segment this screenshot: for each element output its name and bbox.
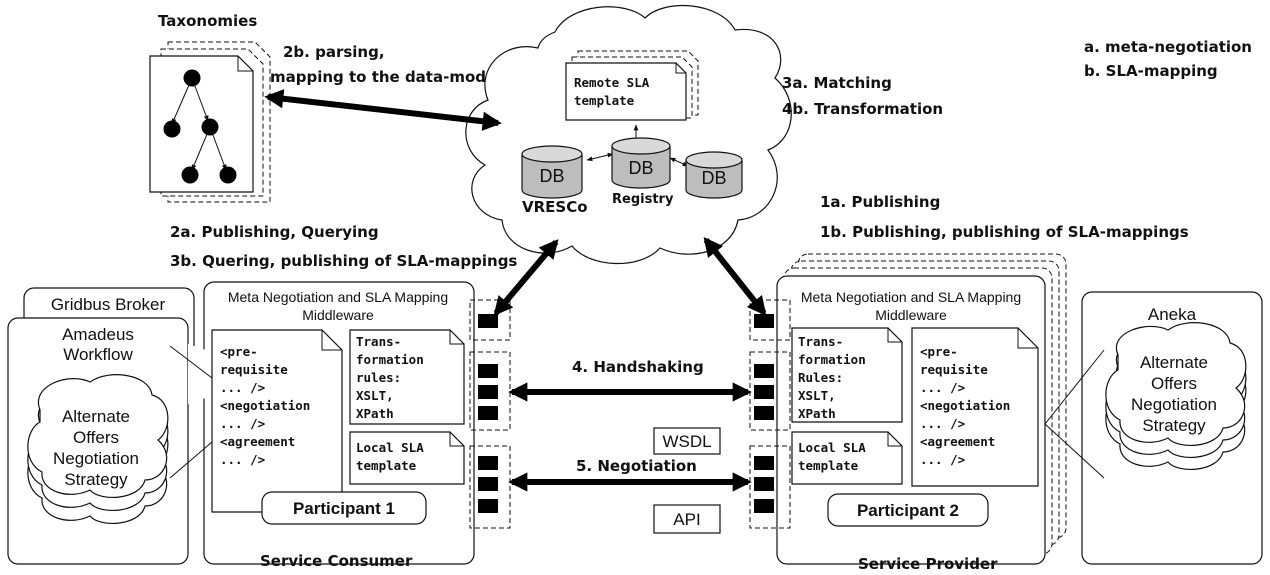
- svg-text:XPath: XPath: [356, 406, 394, 421]
- svg-text:<agreement: <agreement: [920, 434, 995, 449]
- svg-text:Local SLA: Local SLA: [356, 440, 424, 455]
- svg-text:Negotiation: Negotiation: [53, 449, 139, 468]
- svg-text:DB: DB: [628, 158, 653, 178]
- registry-cloud: Remote SLA template DB DB DB VRESCo Regi…: [465, 5, 792, 265]
- svg-text:Negotiation: Negotiation: [1131, 395, 1217, 414]
- svg-text:formation: formation: [356, 352, 424, 367]
- svg-text:template: template: [798, 458, 859, 473]
- svg-text:... />: ... />: [920, 416, 965, 431]
- svg-text:Rules:: Rules:: [798, 370, 843, 385]
- db-cylinder-registry: DB: [611, 137, 671, 189]
- handshaking-label: 4. Handshaking: [572, 358, 704, 376]
- api-box: [653, 504, 721, 534]
- taxonomy-tree-icon: [163, 69, 237, 184]
- legend-sla-mapping: b. SLA-mapping: [1084, 62, 1218, 80]
- service-consumer-caption: Service Consumer: [260, 552, 413, 570]
- consumer-strategy-cloud: [27, 374, 169, 524]
- svg-text:... />: ... />: [920, 452, 965, 467]
- legend-meta-negotiation: a. meta-negotiation: [1084, 38, 1252, 56]
- svg-text:... />: ... />: [220, 380, 265, 395]
- svg-text:Trans-: Trans-: [798, 334, 843, 349]
- svg-text:DB: DB: [701, 168, 726, 188]
- service-consumer: Gridbus Broker Amadeus Workflow Alternat…: [7, 281, 511, 570]
- svg-text:<agreement: <agreement: [220, 434, 295, 449]
- svg-text:XSLT,: XSLT,: [798, 388, 836, 403]
- provider-negotiation-doc: [911, 327, 1039, 487]
- consumer-transformation-rules: [349, 329, 465, 425]
- registry-label: Registry: [612, 192, 674, 207]
- svg-text:<negotiation: <negotiation: [920, 398, 1010, 413]
- provider-middleware-line2: Middleware: [875, 307, 947, 323]
- provider-middleware-line1: Meta Negotiation and SLA Mapping: [801, 289, 1021, 305]
- taxonomies-document: Taxonomies: [149, 12, 271, 203]
- consumer-registry-arrow: [493, 239, 559, 316]
- svg-text:requisite: requisite: [220, 362, 288, 377]
- aneka-label: Aneka: [1148, 305, 1197, 324]
- provider-strategy-cloud: [1105, 322, 1247, 470]
- svg-text:DB: DB: [539, 166, 564, 186]
- quering-3b-label: 3b. Quering, publishing of SLA-mappings: [170, 252, 517, 270]
- participant-2-label: Participant 2: [857, 501, 959, 520]
- svg-text:... />: ... />: [220, 452, 265, 467]
- matching-label: 3a. Matching: [782, 74, 892, 92]
- parsing-label-line1: 2b. parsing,: [283, 43, 385, 61]
- svg-text:Strategy: Strategy: [64, 470, 128, 489]
- publishing-1a-label: 1a. Publishing: [820, 193, 940, 211]
- svg-text:<negotiation: <negotiation: [220, 398, 310, 413]
- transformation-label: 4b. Transformation: [782, 100, 943, 118]
- svg-text:Local SLA: Local SLA: [798, 440, 866, 455]
- participant-1-label: Participant 1: [293, 499, 395, 518]
- remote-template-line2: template: [574, 93, 635, 108]
- parsing-label-line2: mapping to the data-model: [270, 68, 501, 86]
- svg-text:<pre-: <pre-: [920, 344, 958, 359]
- db-cylinder-3: DB: [685, 151, 743, 199]
- remote-sla-template: [565, 62, 687, 121]
- consumer-local-sla-template: [349, 431, 465, 485]
- svg-text:rules:: rules:: [356, 370, 401, 385]
- consumer-middleware-line1: Meta Negotiation and SLA Mapping: [228, 289, 448, 305]
- svg-text:Alternate: Alternate: [1140, 353, 1208, 372]
- svg-text:template: template: [356, 458, 417, 473]
- svg-text:formation: formation: [798, 352, 866, 367]
- participant-1-box: [261, 491, 427, 525]
- negotiation-label: 5. Negotiation: [576, 457, 697, 475]
- svg-text:XSLT,: XSLT,: [356, 388, 394, 403]
- svg-text:Offers: Offers: [1151, 374, 1197, 393]
- remote-template-line1: Remote SLA: [574, 75, 650, 90]
- taxonomies-title: Taxonomies: [158, 12, 257, 30]
- consumer-negotiation-doc: [211, 329, 343, 513]
- publishing-2a-label: 2a. Publishing, Querying: [170, 223, 379, 241]
- svg-text:Offers: Offers: [73, 428, 119, 447]
- wsdl-label: WSDL: [662, 432, 711, 451]
- svg-text:XPath: XPath: [798, 406, 836, 421]
- db-cylinder-vresco: DB: [521, 145, 583, 199]
- wsdl-box: [653, 427, 721, 455]
- api-label: API: [673, 510, 700, 529]
- provider-local-sla-template: [791, 431, 903, 485]
- gridbus-broker-label: Gridbus Broker: [51, 295, 166, 314]
- provider-transformation-rules: [791, 327, 903, 423]
- consumer-middleware-line2: Middleware: [302, 307, 374, 323]
- service-provider: Meta Negotiation and SLA Mapping Middlew…: [749, 253, 1263, 573]
- vresco-label: VRESCo: [522, 198, 588, 216]
- svg-text:<pre-: <pre-: [220, 344, 258, 359]
- svg-text:... />: ... />: [920, 380, 965, 395]
- svg-text:... />: ... />: [220, 416, 265, 431]
- svg-text:Strategy: Strategy: [1142, 416, 1206, 435]
- workflow-line2: Workflow: [63, 345, 133, 364]
- participant-2-box: [827, 493, 989, 527]
- service-provider-caption: Service Provider: [858, 555, 998, 573]
- svg-text:Alternate: Alternate: [62, 407, 130, 426]
- svg-text:requisite: requisite: [920, 362, 988, 377]
- publishing-1b-label: 1b. Publishing, publishing of SLA-mappin…: [820, 223, 1189, 241]
- taxonomy-registry-arrow: [264, 89, 502, 131]
- provider-registry-arrow: [703, 236, 767, 317]
- svg-text:Trans-: Trans-: [356, 334, 401, 349]
- workflow-line1: Amadeus: [62, 325, 134, 344]
